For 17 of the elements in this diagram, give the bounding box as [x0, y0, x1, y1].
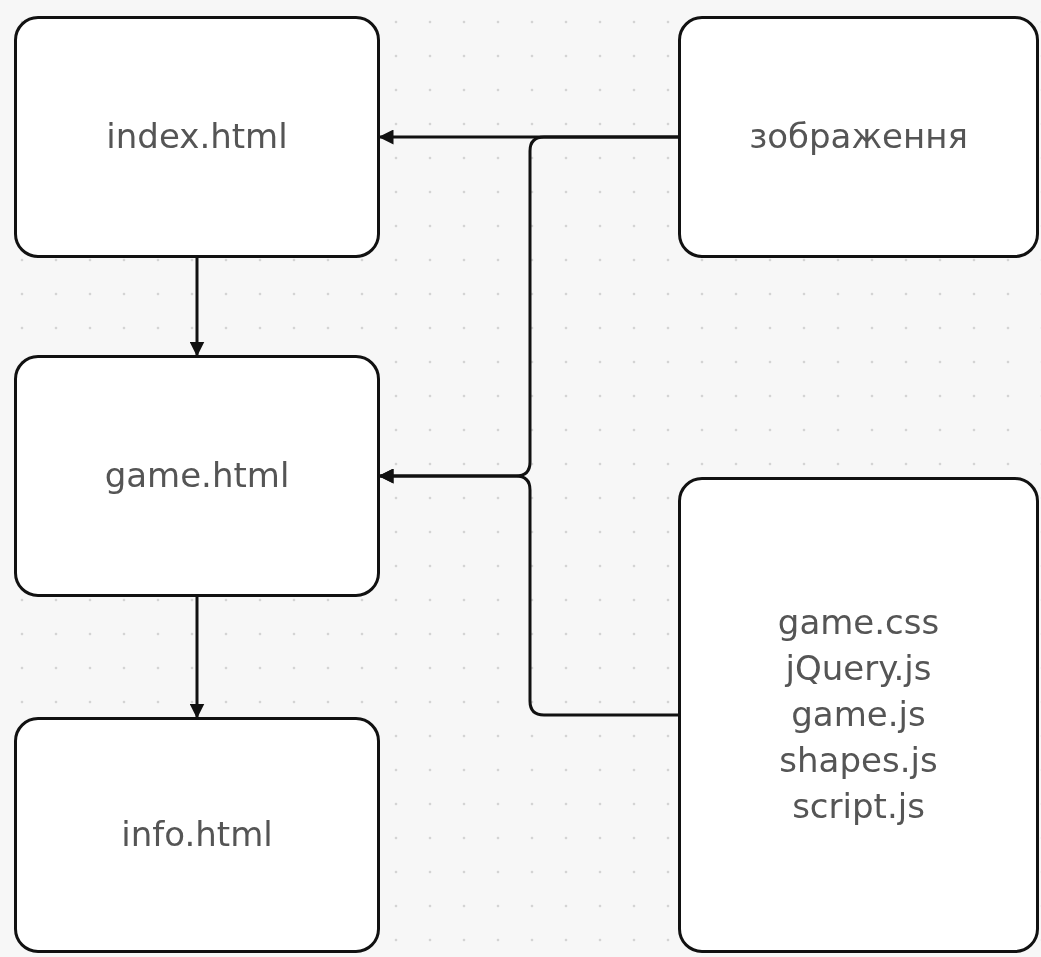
connector-arrow — [189, 258, 205, 357]
file-box — [678, 16, 1039, 258]
file-name: jQuery.js — [785, 647, 932, 691]
file-name: index.html — [106, 115, 288, 159]
connector-arrow — [378, 468, 678, 717]
file-box — [14, 355, 380, 597]
file-name: game.css — [777, 601, 940, 645]
connector-arrow — [189, 597, 205, 719]
file-box — [14, 16, 380, 258]
file-name: script.js — [792, 784, 925, 828]
file-name: game.html — [104, 454, 290, 498]
file-name: game.js — [791, 693, 926, 737]
file-name: shapes.js — [779, 738, 938, 782]
file-name: info.html — [121, 813, 273, 857]
file-box — [678, 477, 1039, 953]
file-box — [14, 717, 380, 953]
file-name: зображення — [749, 115, 968, 159]
